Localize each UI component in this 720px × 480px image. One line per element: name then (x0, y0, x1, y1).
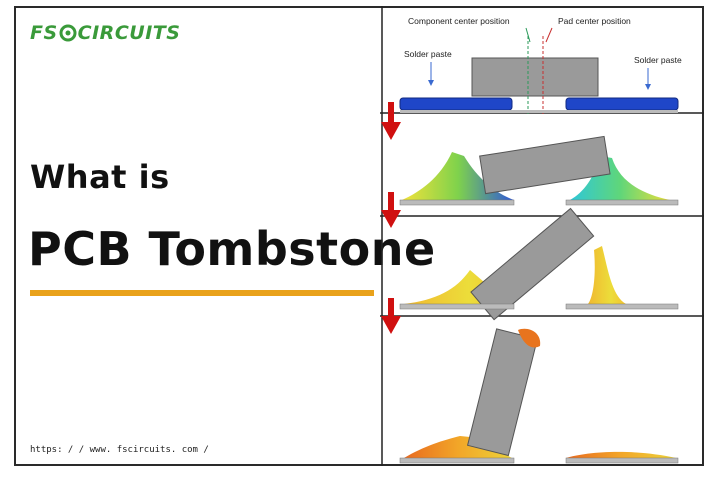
footer-url: https: / / www. fscircuits. com / (30, 445, 209, 455)
solder-cap (518, 328, 541, 348)
label-solder-right: Solder paste (634, 55, 682, 65)
arrow-solder-left-head (428, 80, 434, 86)
pad-left (399, 303, 515, 310)
logo-ring-icon (59, 24, 77, 42)
step-arrow-icon (381, 102, 401, 140)
solder-paste-right-melted (566, 451, 676, 458)
logo-text-right: CIRCUITS (77, 22, 181, 44)
leader-pad-center (545, 27, 553, 43)
arrow-solder-right-head (645, 84, 651, 90)
component-body (471, 57, 599, 97)
solder-fillet-right (588, 246, 626, 304)
component-body-lifting (470, 207, 595, 321)
solder-paste-left (399, 97, 513, 111)
heading-line-1: What is (30, 158, 170, 196)
step-arrow-icon (381, 192, 401, 228)
pad-left (399, 199, 515, 206)
pad-right (565, 303, 679, 310)
pad-right (565, 457, 679, 464)
step-arrow-icon (381, 298, 401, 334)
pcb-base (400, 110, 678, 113)
logo-text-left: FS (30, 22, 58, 44)
pad-right (565, 199, 679, 206)
solder-fillet-right (570, 156, 670, 200)
leader-component-center (525, 27, 531, 43)
heading-line-2: PCB Tombstone (28, 222, 436, 276)
label-solder-left: Solder paste (404, 49, 452, 59)
label-pad-center: Pad center position (558, 16, 631, 26)
solder-paste-right (565, 97, 679, 111)
label-component-center: Component center position (408, 16, 510, 26)
tombstone-diagram: Component center position Pad center pos… (380, 6, 704, 466)
pad-left (399, 457, 515, 464)
component-body-tombstoned (466, 328, 538, 457)
component-body-tilted (479, 135, 611, 195)
heading-underline (30, 290, 374, 296)
brand-logo: FS CIRCUITS (30, 20, 180, 46)
